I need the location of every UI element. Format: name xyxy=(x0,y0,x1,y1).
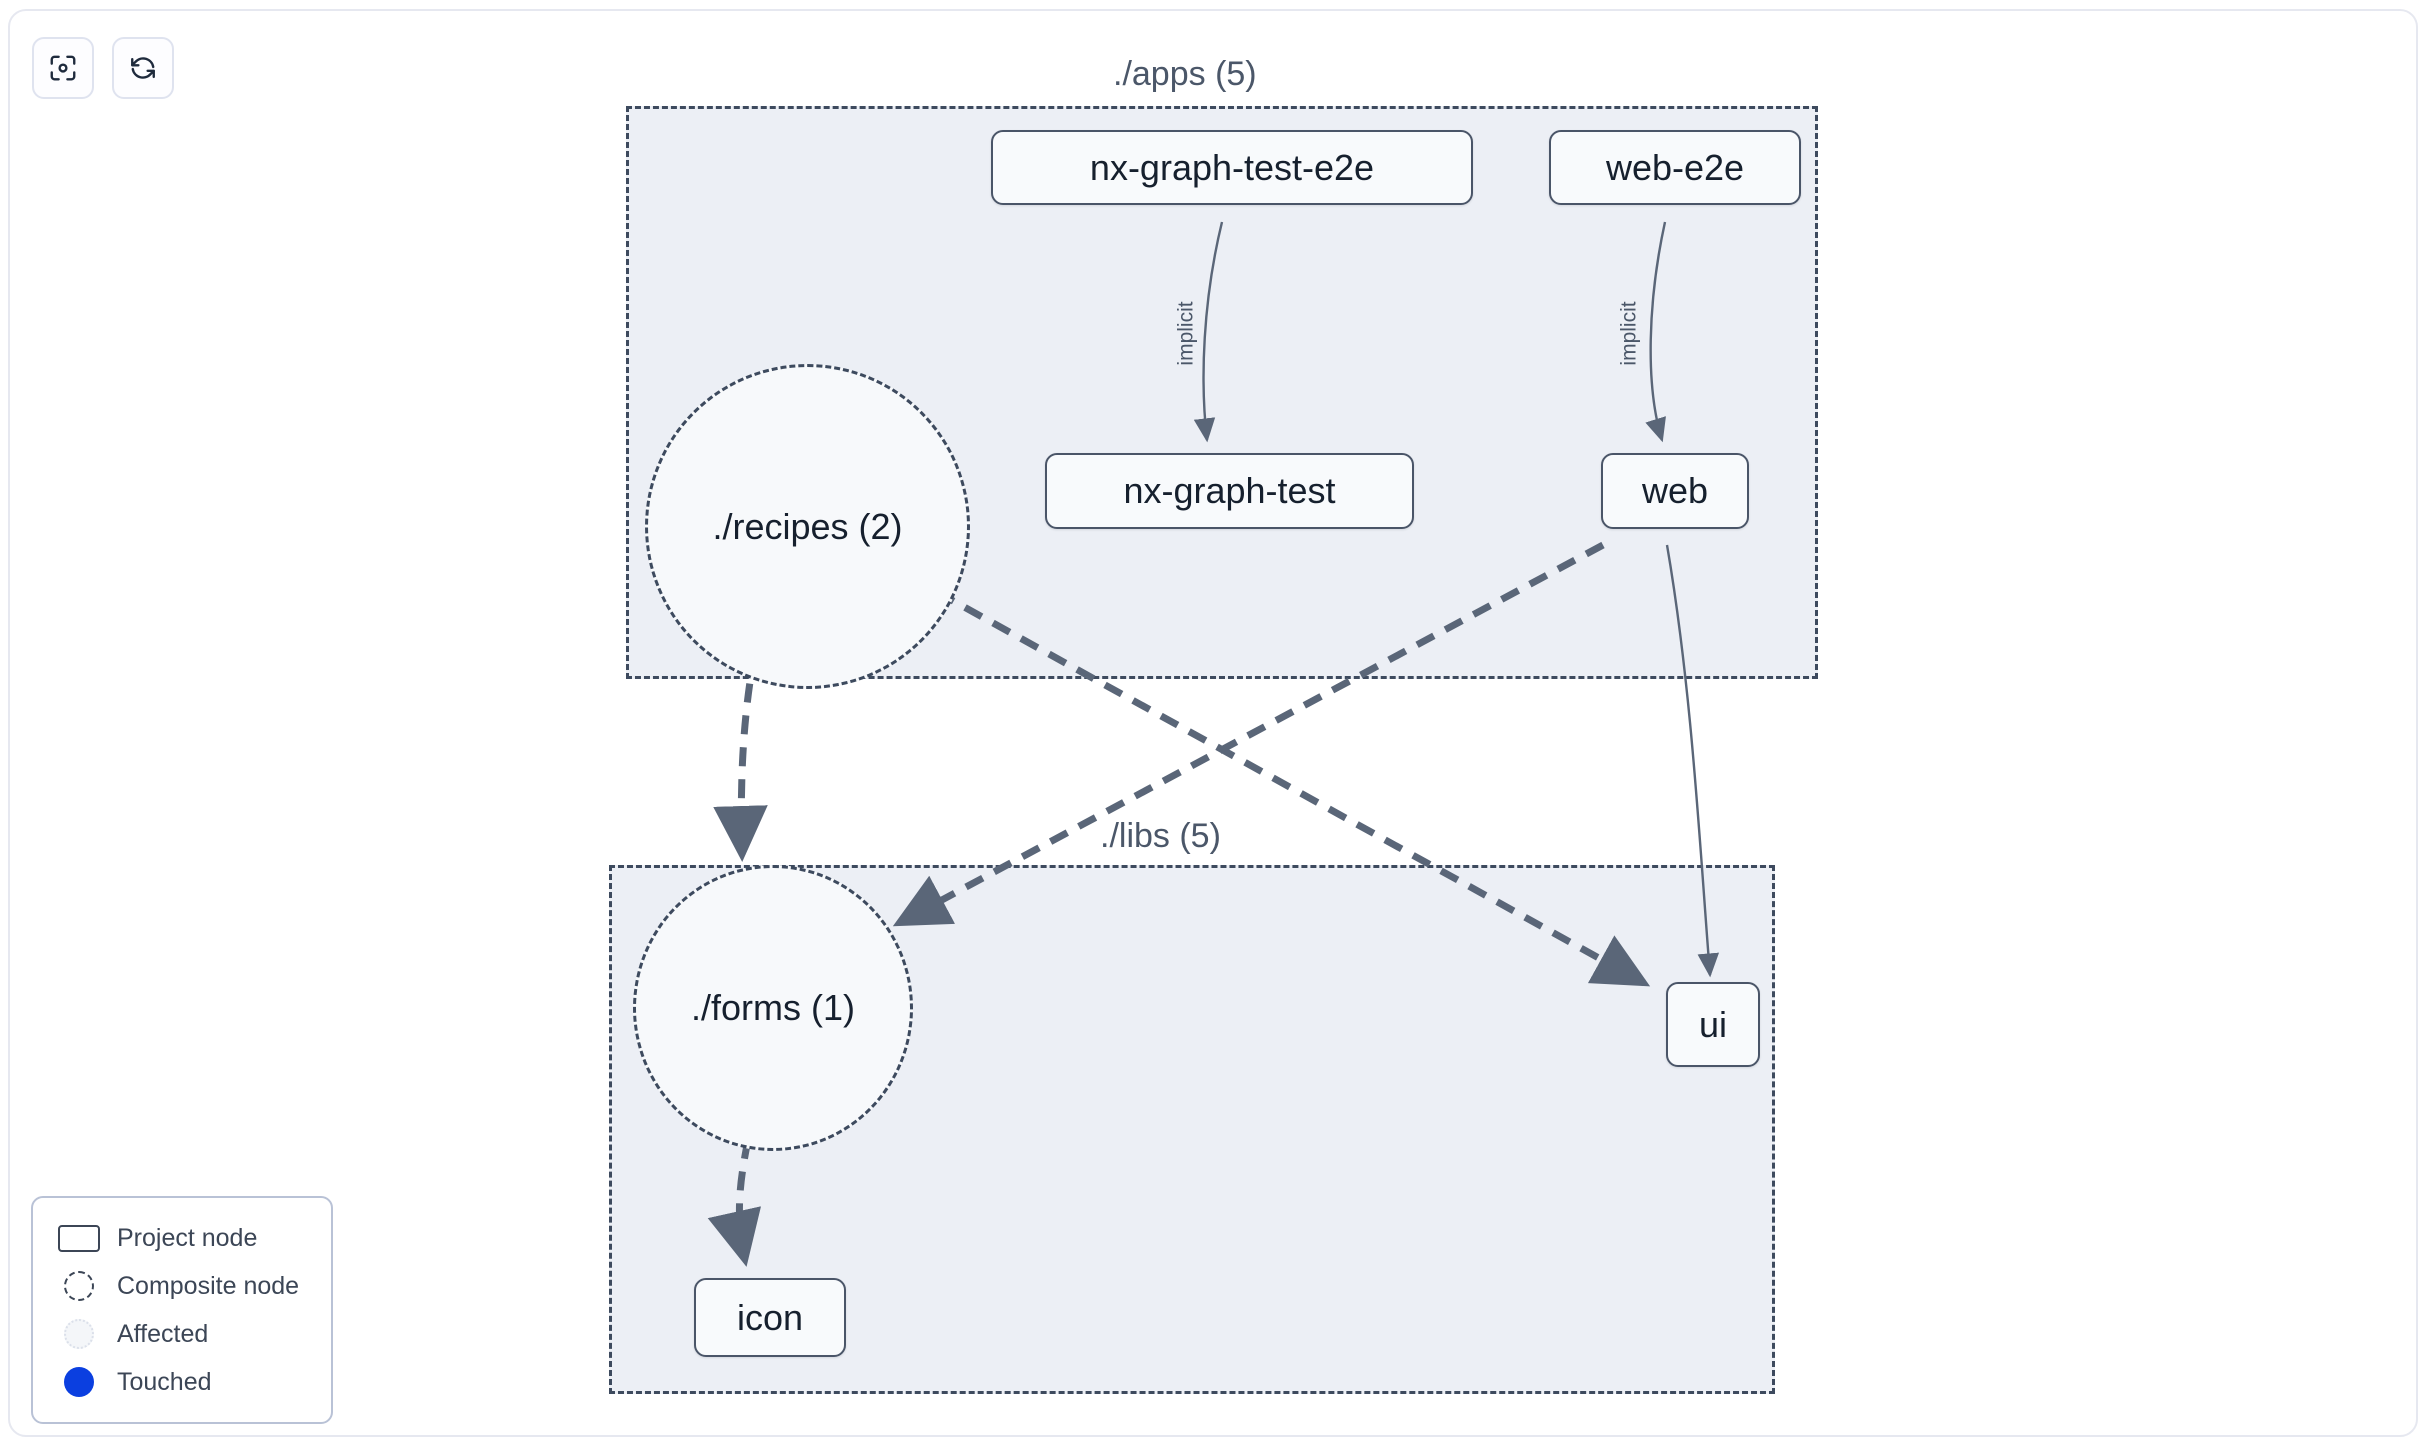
affected-swatch-icon xyxy=(55,1319,103,1349)
node-ui[interactable]: ui xyxy=(1666,982,1760,1067)
node-label: web xyxy=(1641,470,1709,511)
node-web[interactable]: web xyxy=(1601,453,1749,529)
group-label-libs: ./libs (5) xyxy=(1100,817,1221,855)
node-web-e2e[interactable]: web-e2e xyxy=(1549,130,1801,205)
legend-item-project-node: Project node xyxy=(55,1214,313,1262)
refresh-icon xyxy=(128,53,158,83)
project-node-swatch-icon xyxy=(55,1224,103,1252)
node-label: ui xyxy=(1698,1003,1728,1045)
node-nx-graph-test[interactable]: nx-graph-test xyxy=(1045,453,1414,529)
node-forms[interactable]: ./forms (1) xyxy=(633,865,913,1151)
legend-item-affected: Affected xyxy=(55,1310,313,1358)
legend-item-label: Affected xyxy=(117,1319,209,1348)
edge-recipes-to-forms xyxy=(713,651,768,862)
node-nx-graph-test-e2e[interactable]: nx-graph-test-e2e xyxy=(991,130,1473,205)
refresh-button[interactable] xyxy=(112,37,174,99)
node-label: web-e2e xyxy=(1605,146,1745,188)
legend-item-label: Touched xyxy=(117,1367,212,1396)
node-recipes[interactable]: ./recipes (2) xyxy=(645,364,970,689)
node-icon[interactable]: icon xyxy=(694,1278,846,1357)
legend-item-composite-node: Composite node xyxy=(55,1262,313,1310)
edge-label-implicit-1: implicit xyxy=(1174,301,1198,366)
node-label: ./forms (1) xyxy=(690,987,855,1028)
node-label: nx-graph-test xyxy=(1123,470,1336,511)
focus-target-icon xyxy=(48,53,78,83)
edge-label-implicit-2: implicit xyxy=(1617,301,1641,366)
node-label: ./recipes (2) xyxy=(712,505,903,547)
node-label: nx-graph-test-e2e xyxy=(1089,146,1375,188)
graph-legend: Project node Composite node Affected Tou… xyxy=(31,1196,333,1424)
legend-item-touched: Touched xyxy=(55,1358,313,1406)
graph-toolbar xyxy=(32,37,174,99)
legend-item-label: Composite node xyxy=(117,1271,300,1300)
legend-item-label: Project node xyxy=(117,1223,258,1252)
touched-swatch-icon xyxy=(55,1367,103,1397)
group-label-apps: ./apps (5) xyxy=(1113,55,1257,93)
composite-node-swatch-icon xyxy=(55,1271,103,1301)
node-label: icon xyxy=(736,1296,804,1338)
focus-target-button[interactable] xyxy=(32,37,94,99)
